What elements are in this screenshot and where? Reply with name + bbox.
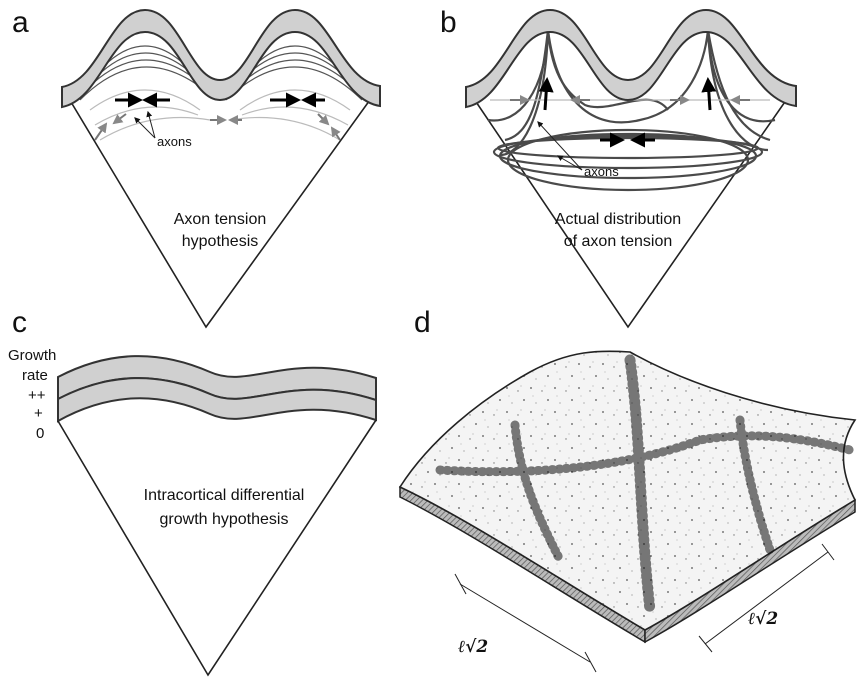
dimension-tick-right — [822, 544, 834, 560]
panel-d: d ℓ√2 ℓ√2 — [400, 306, 855, 672]
panel-c: c Growth rate ++ + 0 Intracortical diffe… — [8, 306, 376, 675]
dimension-tick-right — [699, 636, 712, 652]
panel-a-wedge — [62, 86, 380, 327]
growth-rate-title-line1: Growth — [8, 347, 56, 364]
dimension-label-left: ℓ√2 — [458, 637, 488, 657]
panel-b-tension-arrow — [708, 80, 710, 110]
panel-b-pointer — [538, 122, 582, 170]
panel-a-cortex — [62, 10, 380, 107]
panel-b-caption-line1: Actual distribution — [555, 211, 681, 228]
panel-b-caption-line2: of axon tension — [564, 233, 673, 250]
panel-c-caption-line2: growth hypothesis — [160, 511, 289, 528]
growth-rate-title-line2: rate — [22, 367, 48, 384]
panel-a: a axons Axon t — [12, 6, 380, 327]
panel-c-wedge — [58, 420, 376, 675]
panel-b-axons-label: axons — [584, 164, 619, 179]
growth-rate-plus: + — [34, 405, 43, 422]
panel-c-letter: c — [12, 306, 27, 339]
growth-rate-zero: 0 — [36, 425, 44, 442]
dimension-label-right: ℓ√2 — [748, 609, 778, 629]
panel-a-caption-line2: hypothesis — [182, 233, 259, 250]
panel-b-axon-fibers — [488, 30, 775, 190]
folded-surface — [400, 351, 855, 630]
panel-b: b axons Actual distribution — [440, 6, 796, 327]
panel-d-letter: d — [414, 306, 431, 339]
dimension-tick-left — [455, 574, 466, 594]
panel-a-letter: a — [12, 6, 29, 39]
panel-b-cortex — [466, 10, 796, 107]
panel-a-axons-label: axons — [157, 134, 192, 149]
panel-a-caption-line1: Axon tension — [174, 211, 267, 228]
growth-rate-plusplus: ++ — [28, 387, 46, 404]
panel-b-tension-arrow — [545, 80, 547, 110]
panel-c-caption-line1: Intracortical differential — [144, 487, 305, 504]
panel-b-letter: b — [440, 6, 457, 39]
dimension-tick-left — [585, 652, 596, 672]
